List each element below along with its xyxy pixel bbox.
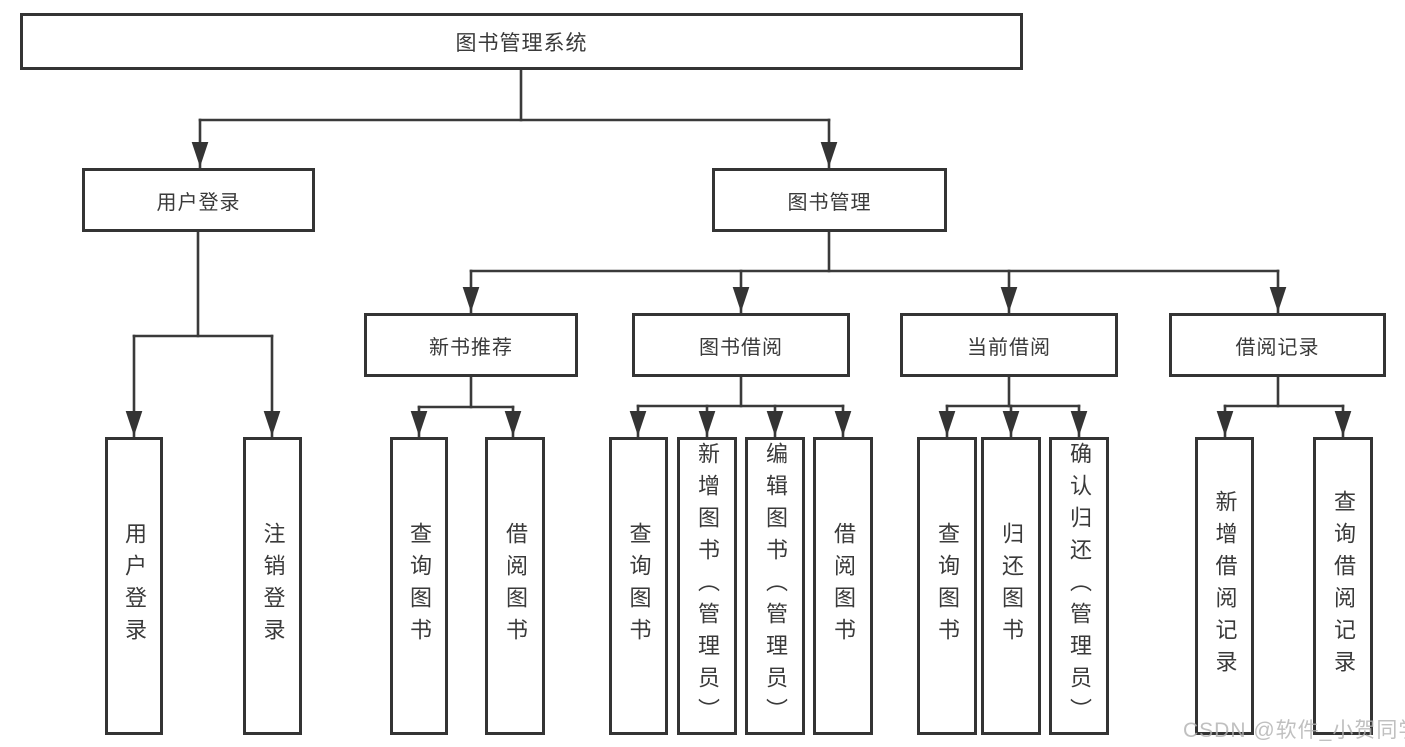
node-label: 新书推荐 <box>429 336 513 359</box>
leaf-label: 归还图书 <box>999 522 1024 650</box>
leaf-borrow-books-2: 借阅图书 <box>813 437 873 735</box>
node-new-book-recommend: 新书推荐 <box>364 313 578 377</box>
leaf-label: 查询图书 <box>407 522 432 650</box>
node-current-borrow: 当前借阅 <box>900 313 1118 377</box>
leaf-label: 编辑图书（管理员） <box>763 442 788 730</box>
leaf-label: 查询借阅记录 <box>1331 490 1356 682</box>
csdn-watermark: CSDN @软件_小贺同学 <box>1183 719 1405 742</box>
node-label: 借阅记录 <box>1235 336 1320 359</box>
leaf-query-borrow-record: 查询借阅记录 <box>1313 437 1373 735</box>
leaf-query-books-1: 查询图书 <box>390 437 448 735</box>
leaf-label: 查询图书 <box>935 522 960 650</box>
node-book-borrow: 图书借阅 <box>632 313 850 377</box>
leaf-label: 确认归还（管理员） <box>1067 442 1092 730</box>
node-book-management: 图书管理 <box>712 168 947 232</box>
leaf-label: 新增借阅记录 <box>1212 490 1238 682</box>
leaf-label: 查询图书 <box>626 522 652 650</box>
node-label: 图书借阅 <box>699 336 783 359</box>
leaf-label: 借阅图书 <box>831 522 856 650</box>
leaf-label: 注销登录 <box>260 522 286 650</box>
leaf-add-borrow-record: 新增借阅记录 <box>1195 437 1254 735</box>
leaf-label: 用户登录 <box>122 522 147 650</box>
leaf-return-book: 归还图书 <box>981 437 1041 735</box>
leaf-label: 新增图书（管理员） <box>695 442 720 730</box>
node-label: 用户登录 <box>156 191 241 214</box>
node-borrow-records: 借阅记录 <box>1169 313 1386 377</box>
root-node-label: 图书管理系统 <box>455 31 588 55</box>
node-label: 当前借阅 <box>967 336 1051 359</box>
leaf-query-books-3: 查询图书 <box>917 437 977 735</box>
node-user-login: 用户登录 <box>82 168 315 232</box>
node-label: 图书管理 <box>787 191 872 214</box>
leaf-confirm-return-admin: 确认归还（管理员） <box>1049 437 1109 735</box>
leaf-user-login: 用户登录 <box>105 437 163 735</box>
leaf-add-book-admin: 新增图书（管理员） <box>677 437 737 735</box>
root-node-system: 图书管理系统 <box>20 13 1023 70</box>
leaf-label: 借阅图书 <box>503 522 528 650</box>
leaf-logout: 注销登录 <box>243 437 302 735</box>
leaf-borrow-books-1: 借阅图书 <box>485 437 545 735</box>
leaf-edit-book-admin: 编辑图书（管理员） <box>745 437 805 735</box>
leaf-query-books-2: 查询图书 <box>609 437 668 735</box>
